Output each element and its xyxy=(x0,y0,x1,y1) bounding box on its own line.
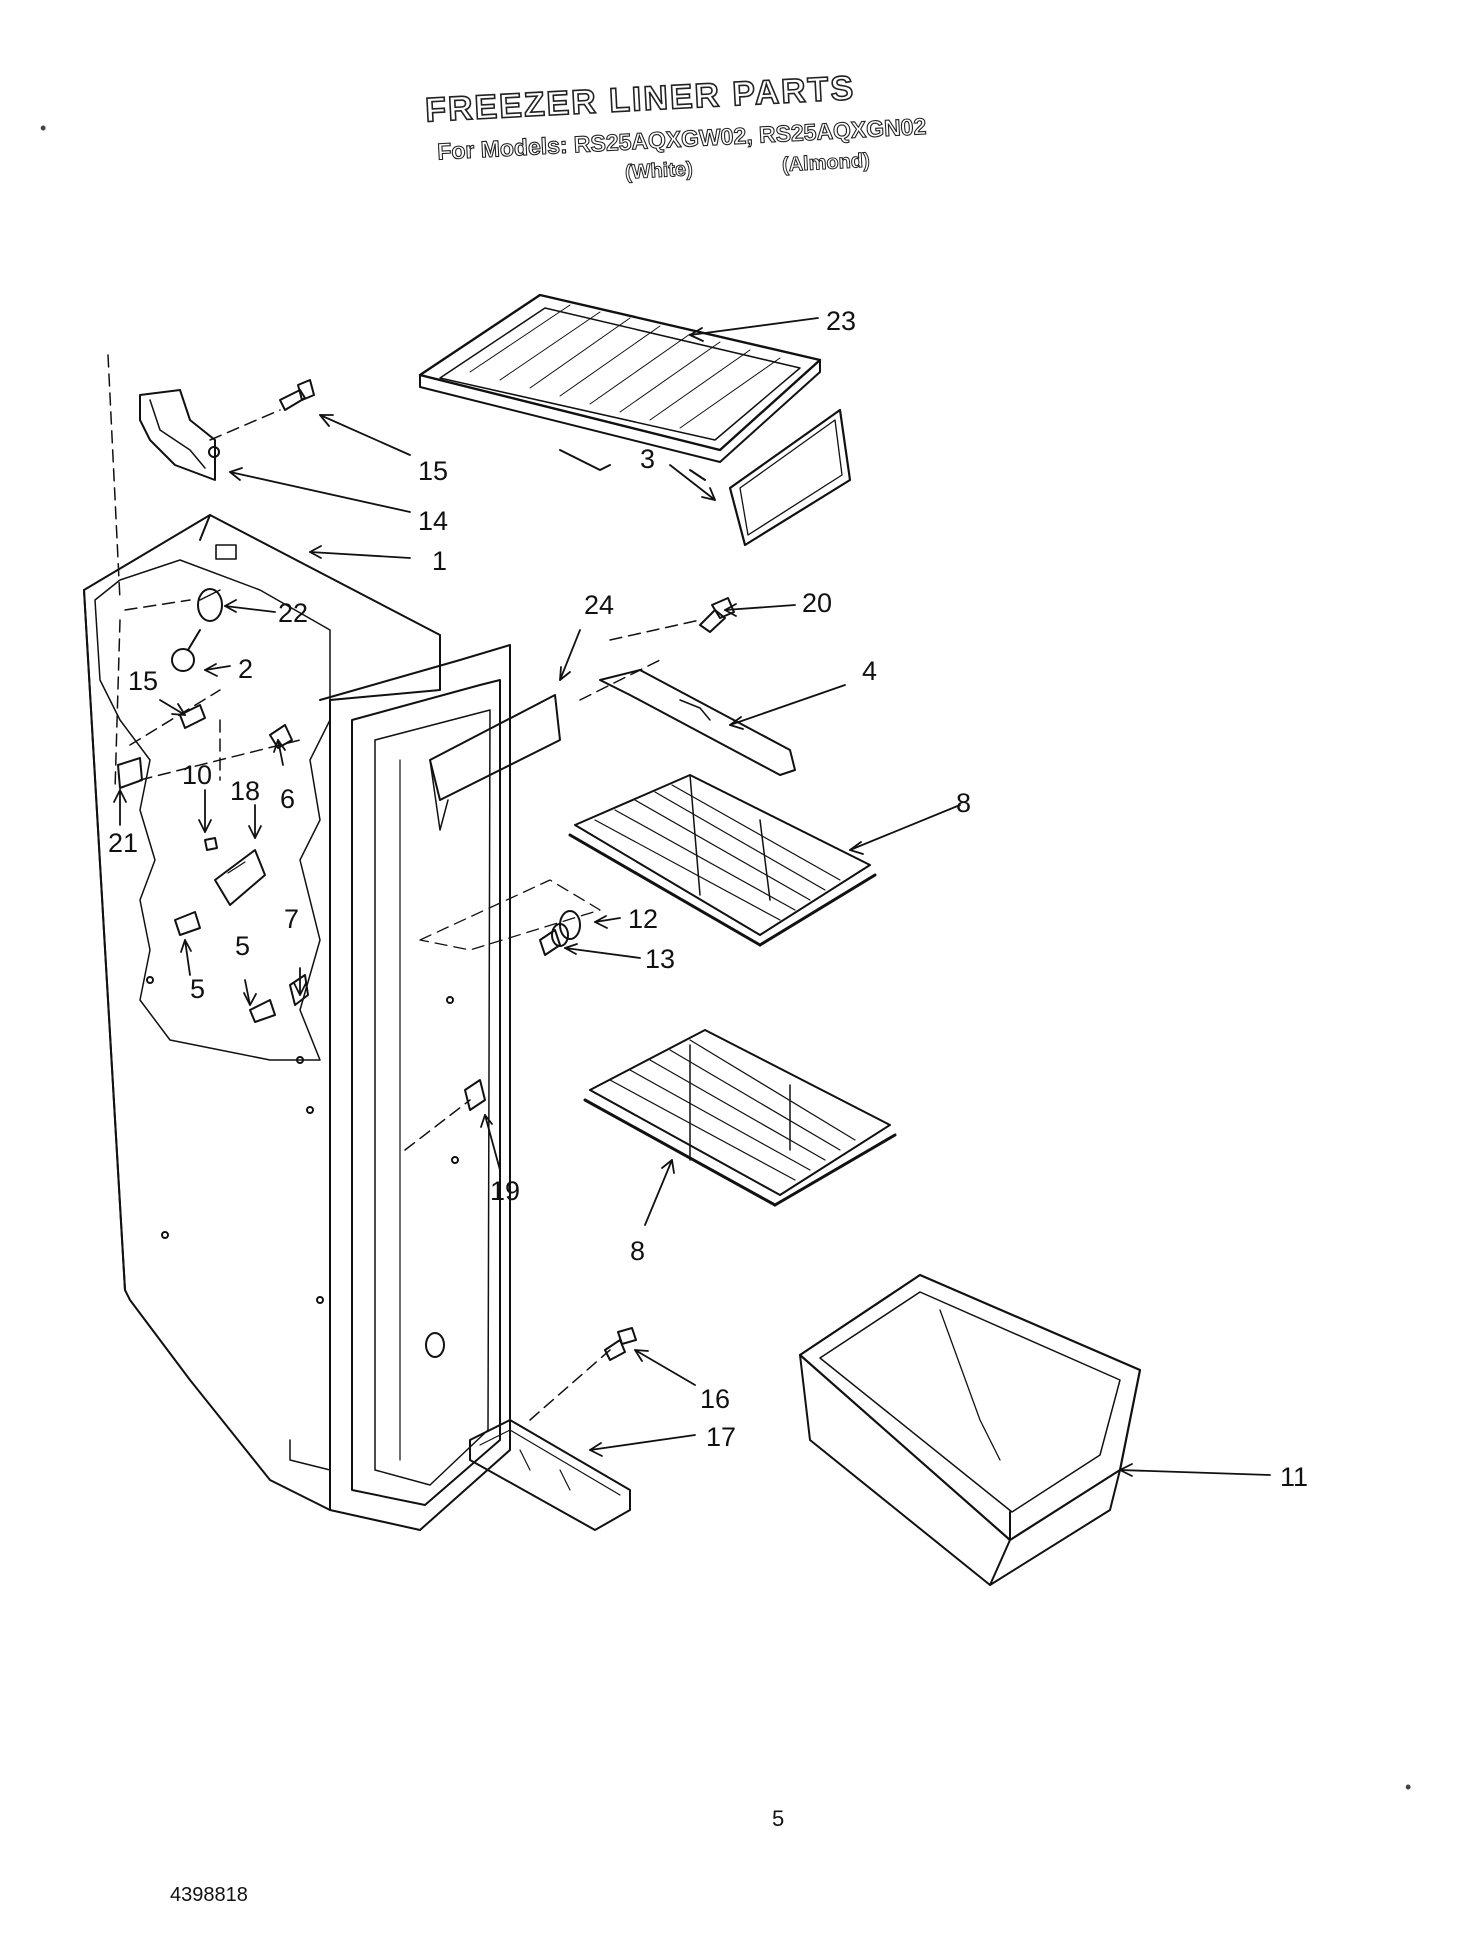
callout-13: 13 xyxy=(645,944,675,974)
callout-18: 18 xyxy=(230,776,260,806)
callout-8-upper: 8 xyxy=(956,788,971,818)
callout-14: 14 xyxy=(418,506,448,536)
part-8-wire-shelf-upper xyxy=(568,774,877,947)
document-number: 4398818 xyxy=(170,1884,248,1906)
part-24-cover xyxy=(429,694,561,831)
callout-5-right: 5 xyxy=(235,931,250,961)
callout-15-mid: 15 xyxy=(128,666,158,696)
callout-4: 4 xyxy=(862,656,877,686)
callout-19: 19 xyxy=(490,1176,520,1206)
part-12-13-roller xyxy=(539,910,581,956)
part-14-bracket xyxy=(139,389,220,481)
part-23-shelf-frame xyxy=(418,293,822,481)
callout-3: 3 xyxy=(640,444,655,474)
callout-arrows xyxy=(113,317,1271,1477)
callout-labels: 23 15 3 14 1 22 24 20 2 15 4 6 10 18 8 2… xyxy=(108,306,1308,1492)
callout-16: 16 xyxy=(700,1384,730,1414)
scan-speck: • xyxy=(1405,1777,1412,1797)
callout-15-top: 15 xyxy=(418,456,448,486)
part-16-screw xyxy=(604,1327,637,1361)
part-4-rail xyxy=(599,669,796,776)
callout-23: 23 xyxy=(826,306,856,336)
part-3-shelf-insert xyxy=(728,408,852,547)
callout-21: 21 xyxy=(108,828,138,858)
callout-6: 6 xyxy=(280,784,295,814)
callout-11: 11 xyxy=(1280,1462,1308,1492)
leader-lines xyxy=(107,354,701,1421)
callout-7: 7 xyxy=(284,904,299,934)
callout-22: 22 xyxy=(278,598,308,628)
callout-2: 2 xyxy=(238,654,253,684)
callout-24: 24 xyxy=(584,590,614,620)
part-19-clip xyxy=(464,1079,486,1111)
part-15-screw-top xyxy=(279,379,315,411)
scan-speck: • xyxy=(40,118,47,138)
part-8-wire-shelf-lower xyxy=(583,1029,897,1207)
callout-8-lower: 8 xyxy=(630,1236,645,1266)
callout-20: 20 xyxy=(802,588,832,618)
liner-controls xyxy=(117,588,309,1023)
callout-12: 12 xyxy=(628,904,658,934)
callout-5-left: 5 xyxy=(190,974,205,1004)
callout-17: 17 xyxy=(706,1422,736,1452)
part-20-screw xyxy=(699,597,735,633)
freezer-liner xyxy=(83,514,511,1531)
callout-1: 1 xyxy=(432,546,447,576)
callout-10: 10 xyxy=(182,760,212,790)
page-number: 5 xyxy=(772,1806,785,1831)
part-17-grille xyxy=(469,1419,631,1531)
part-11-bin xyxy=(798,1273,1142,1586)
